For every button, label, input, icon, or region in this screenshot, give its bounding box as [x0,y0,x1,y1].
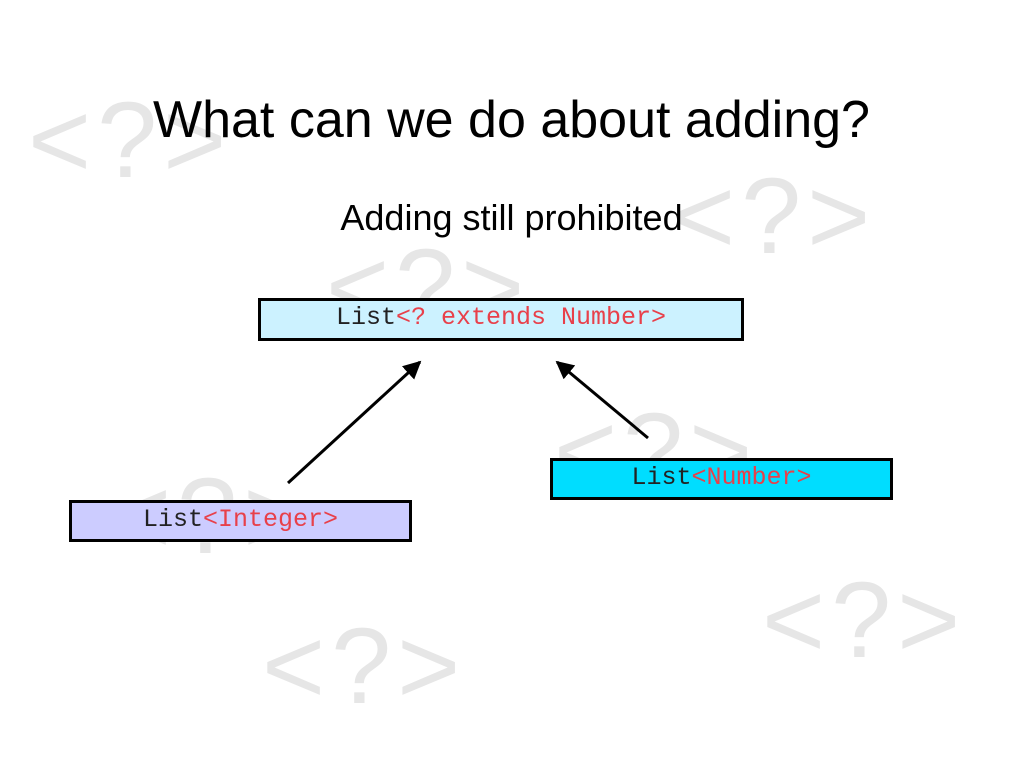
node-list-number-prefix: List [631,463,692,492]
node-list-integer-param: <Integer> [202,505,339,534]
node-list-wildcard: List<? extends Number> [258,298,744,341]
arrow-number-to-wildcard [555,360,649,440]
watermark-glyph-7: <?> [262,605,467,726]
watermark-glyph-6: <?> [762,559,967,680]
arrow-integer-to-wildcard [286,360,422,485]
node-list-number: List<Number> [550,458,893,500]
node-list-integer: List<Integer> [69,500,412,542]
watermark-glyph-1: <?> [28,79,233,200]
node-list-wildcard-param: <? extends Number> [395,303,667,332]
node-list-number-param: <Number> [691,463,812,492]
watermark-glyph-2: <?> [672,155,877,276]
slide-title: What can we do about adding? [153,91,870,149]
node-list-integer-prefix: List [142,505,203,534]
node-list-wildcard-prefix: List [335,303,396,332]
slide-subtitle: Adding still prohibited [340,197,683,238]
